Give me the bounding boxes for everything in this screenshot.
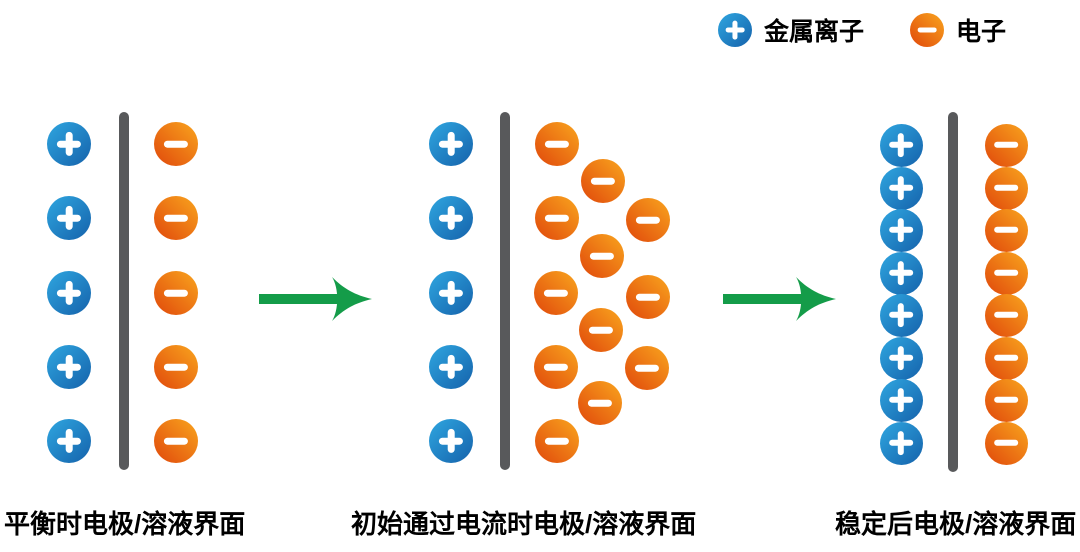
metal-ion: [47, 271, 91, 315]
metal-ion: [47, 345, 91, 389]
electron-icon: [910, 13, 944, 47]
electron: [154, 419, 198, 463]
electron: [535, 122, 579, 166]
electron: [534, 271, 578, 315]
metal-ion: [429, 271, 473, 315]
electron: [984, 421, 1028, 465]
metal-ion: [429, 122, 473, 166]
metal-ion: [879, 336, 923, 380]
arrow-right-icon: [722, 276, 838, 322]
electron: [535, 419, 579, 463]
caption-initial-current: 初始通过电流时电极/溶液界面: [351, 509, 697, 539]
electron: [580, 234, 624, 278]
arrow-right-icon: [258, 276, 374, 322]
electron: [581, 159, 625, 203]
electron: [579, 308, 623, 352]
electron: [534, 345, 578, 389]
electron: [984, 336, 1028, 380]
metal-ion: [879, 208, 923, 252]
caption-stabilized: 稳定后电极/溶液界面: [835, 509, 1077, 539]
metal-ion: [879, 166, 923, 210]
electron: [154, 271, 198, 315]
electron: [154, 345, 198, 389]
metal-ion: [47, 122, 91, 166]
electron: [535, 196, 579, 240]
metal-ion: [429, 196, 473, 240]
electron: [626, 198, 670, 242]
electrode-bar-stabilized: [948, 112, 958, 472]
metal-ion: [879, 251, 923, 295]
electron: [626, 275, 670, 319]
metal-ion: [879, 378, 923, 422]
electron: [984, 378, 1028, 422]
electron: [154, 196, 198, 240]
metal-ion: [429, 345, 473, 389]
metal-ion-icon: [718, 13, 752, 47]
metal-ion: [429, 419, 473, 463]
metal-ion: [879, 123, 923, 167]
caption-equilibrium: 平衡时电极/溶液界面: [4, 509, 246, 539]
legend-label-electron: 电子: [956, 18, 1007, 46]
metal-ion: [47, 419, 91, 463]
electrode-bar-equilibrium: [119, 112, 129, 470]
metal-ion: [47, 196, 91, 240]
metal-ion: [879, 293, 923, 337]
electron: [578, 381, 622, 425]
electron: [984, 293, 1028, 337]
electron: [984, 251, 1028, 295]
metal-ion: [879, 421, 923, 465]
electron: [625, 346, 669, 390]
legend-item-electron: 电子: [910, 13, 1006, 47]
electron: [984, 123, 1028, 167]
legend-label-metal-ion: 金属离子: [764, 18, 865, 46]
electron: [984, 208, 1028, 252]
electrode-bar-initial-current: [500, 112, 510, 470]
electron: [154, 122, 198, 166]
legend-item-metal-ion: 金属离子: [718, 13, 864, 47]
electron: [984, 166, 1028, 210]
